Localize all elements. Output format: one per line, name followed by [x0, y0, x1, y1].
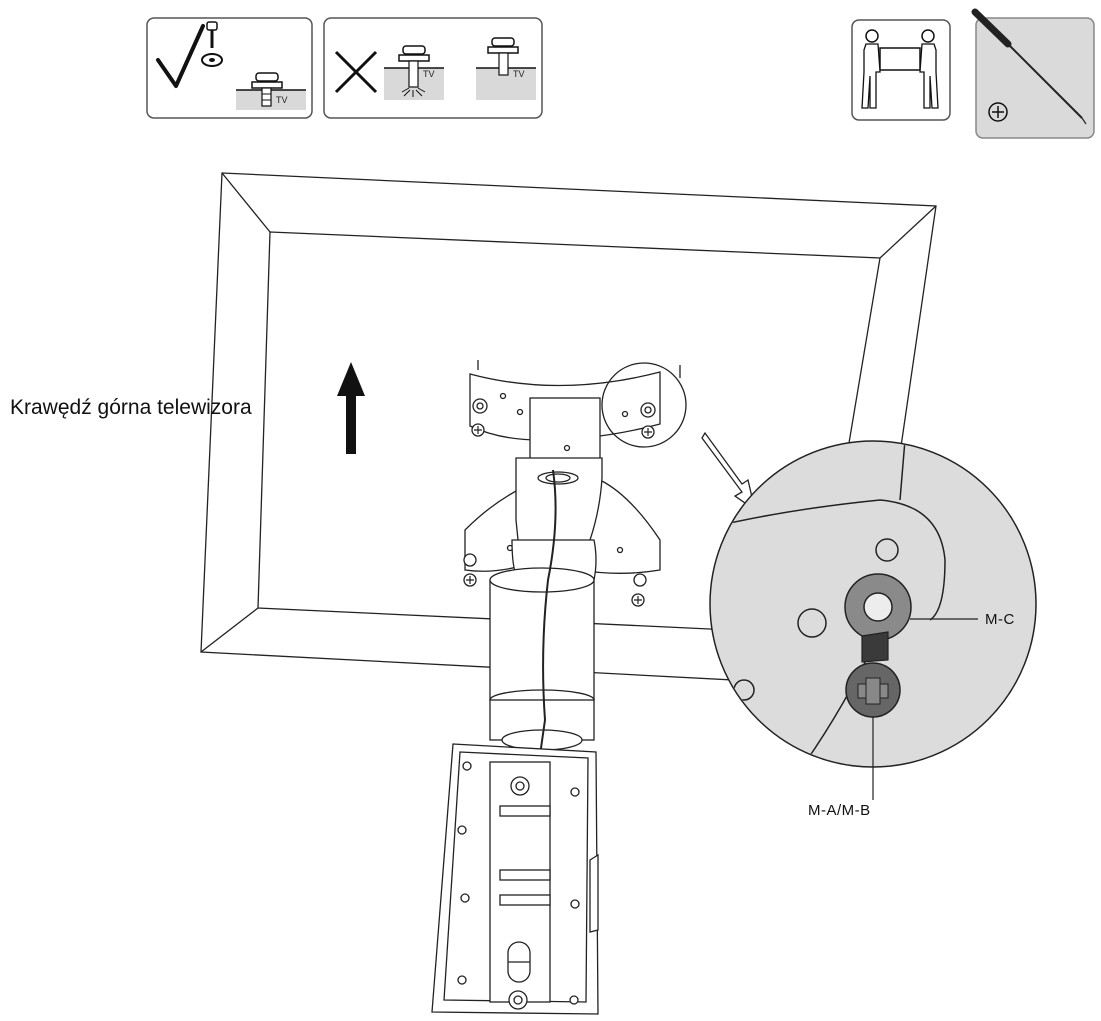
- detail-magnifier: [709, 440, 1037, 800]
- icon-tv-tag: TV: [276, 95, 288, 105]
- screw-mab-label: M-A/M-B: [808, 802, 871, 819]
- phillips-screwdriver-icon: [971, 8, 1095, 139]
- vesa-bracket: [463, 362, 687, 756]
- tv-top-edge-label: Krawędź górna telewizora: [10, 396, 252, 419]
- wrong-screw-depth-icon: [323, 17, 543, 119]
- washer-mc-label: M-C: [985, 611, 1015, 628]
- icon-tv-tag: TV: [423, 69, 435, 79]
- correct-screw-depth-icon: [146, 17, 313, 119]
- up-arrow-icon: [337, 362, 365, 454]
- zoom-callout-arrow: [701, 431, 757, 512]
- two-person-lift-icon: [851, 19, 951, 121]
- icon-tv-tag: TV: [513, 69, 525, 79]
- wall-plate: [431, 743, 599, 1015]
